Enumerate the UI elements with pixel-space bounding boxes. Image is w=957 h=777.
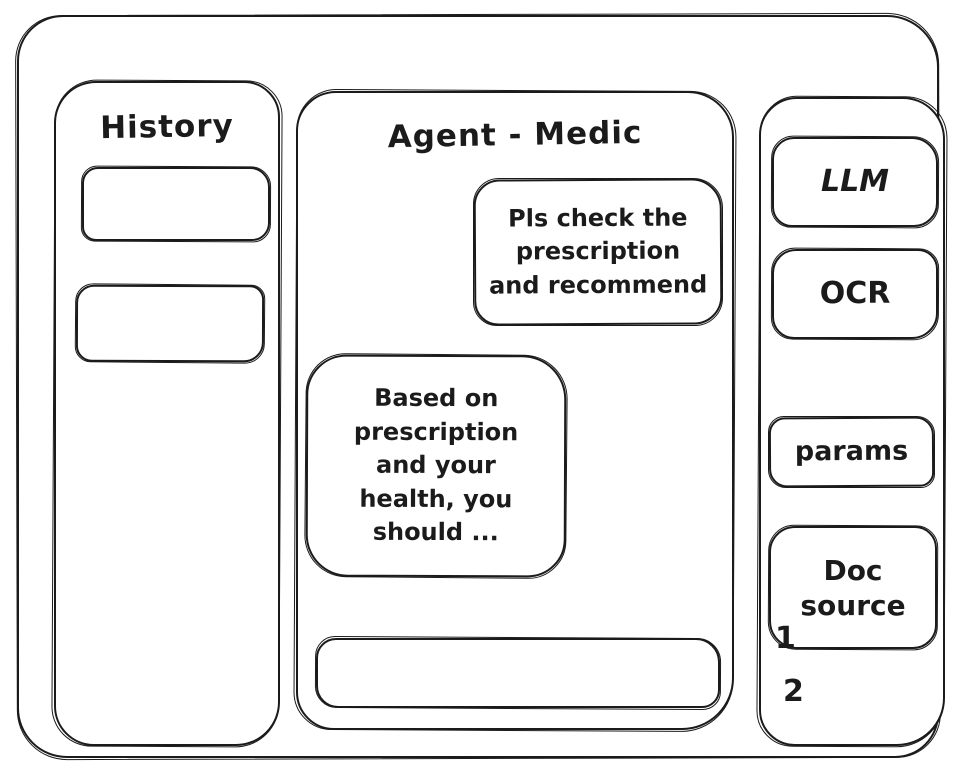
agent-message-bubble: Based on prescription and your health, y… <box>305 354 567 578</box>
history-item[interactable] <box>75 284 265 363</box>
doc-source-item-1[interactable]: 1 <box>775 621 796 656</box>
chat-title: Agent - Medic <box>387 114 643 156</box>
user-message-bubble: Pls check the prescription and recommend <box>473 178 723 326</box>
history-title: History <box>99 107 235 147</box>
chat-panel: Agent - Medic Pls check the prescription… <box>296 91 734 730</box>
chat-input[interactable] <box>318 640 718 706</box>
doc-source-item-2[interactable]: 2 <box>783 674 804 709</box>
tools-panel: LLM OCR params Doc source 1 2 <box>759 97 945 746</box>
params-button[interactable]: params <box>768 416 935 488</box>
doc-source-button[interactable]: Doc source <box>769 526 937 649</box>
app-window: History Agent - Medic Pls check the pres… <box>17 15 945 758</box>
chat-input-bar <box>316 638 720 708</box>
history-sidebar: History <box>54 81 280 746</box>
ocr-button[interactable]: OCR <box>772 249 938 339</box>
history-item[interactable] <box>82 167 270 241</box>
llm-button[interactable]: LLM <box>772 137 938 227</box>
